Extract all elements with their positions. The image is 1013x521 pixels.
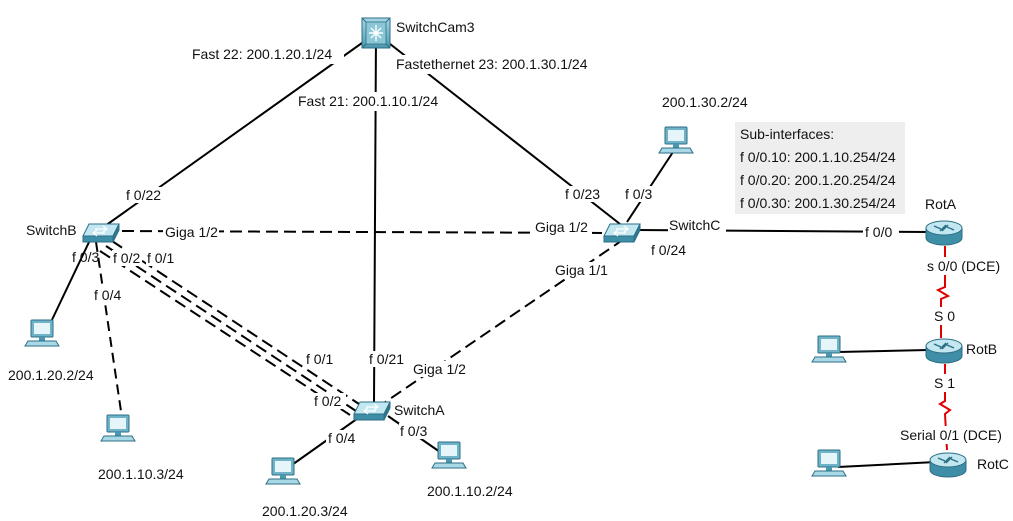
link-cam-switcha <box>373 32 377 404</box>
switchc-label: SwitchC <box>669 217 720 233</box>
label-switcha-giga12: Giga 1/2 <box>413 361 466 377</box>
pc-switcha-2-icon[interactable] <box>431 441 467 469</box>
label-rotb-s0: S 0 <box>934 308 955 324</box>
rota-device[interactable] <box>925 220 963 246</box>
label-switchc-giga12: Giga 1/2 <box>535 219 588 235</box>
label-switchc-f023: f 0/23 <box>565 186 600 202</box>
rotb-label: RotB <box>966 341 997 357</box>
switchc-device[interactable] <box>603 223 641 243</box>
pc-switchb-2-icon[interactable] <box>100 414 136 442</box>
label-rota-f00: f 0/0 <box>865 224 892 240</box>
link-rotb-pc <box>837 349 929 353</box>
pc-switchc-icon[interactable] <box>658 126 694 154</box>
serial-rotb-rotc <box>938 364 952 451</box>
subinterfaces-box: Sub-interfaces: f 0/0.10: 200.1.10.254/2… <box>735 122 905 214</box>
serial-rota-rotb <box>935 246 951 338</box>
switchcam3-label: SwitchCam3 <box>396 19 475 35</box>
label-switchc-f03: f 0/3 <box>625 186 652 202</box>
pc-rotc-icon[interactable] <box>811 449 847 477</box>
rotc-device[interactable] <box>929 452 967 478</box>
label-rota-s00: s 0/0 (DCE) <box>927 258 1000 274</box>
label-switchb-f03: f 0/3 <box>72 249 99 265</box>
label-switchb-f02: f 0/2 <box>113 250 140 266</box>
label-rotb-s1: S 1 <box>934 375 955 391</box>
host-ip-switchb-pc1: 200.1.20.2/24 <box>8 367 94 383</box>
pc-rotb-icon[interactable] <box>811 335 847 363</box>
subinterface-line: f 0/0.30: 200.1.30.254/24 <box>740 195 896 211</box>
label-switcha-f04: f 0/4 <box>328 430 355 446</box>
label-switcha-f01: f 0/1 <box>306 351 333 367</box>
label-rotc-serial: Serial 0/1 (DCE) <box>900 427 1002 443</box>
label-switcha-f02: f 0/2 <box>314 393 341 409</box>
link-lines <box>49 32 937 468</box>
link-switchb-switcha-1 <box>111 240 363 407</box>
label-cam-fast22: Fast 22: 200.1.20.1/24 <box>192 46 332 62</box>
label-cam-fast21: Fast 21: 200.1.10.1/24 <box>298 93 438 109</box>
subinterface-line: f 0/0.20: 200.1.20.254/24 <box>740 172 896 188</box>
label-switcha-f03: f 0/3 <box>400 423 427 439</box>
label-switcha-f021: f 0/21 <box>369 351 404 367</box>
label-switchb-f022: f 0/22 <box>126 187 161 203</box>
rotb-device[interactable] <box>925 338 963 364</box>
link-rotc-pc <box>837 461 937 468</box>
label-switchc-f024: f 0/24 <box>651 242 686 258</box>
rotc-label: RotC <box>977 456 1009 472</box>
serial-links <box>935 246 952 451</box>
switcha-label: SwitchA <box>394 402 445 418</box>
subinterface-line: f 0/0.10: 200.1.10.254/24 <box>740 149 896 165</box>
host-ip-switcha-pc1: 200.1.20.3/24 <box>262 503 348 519</box>
link-switchb-pc1 <box>49 239 91 325</box>
rota-label: RotA <box>925 196 957 212</box>
pc-switchb-1-icon[interactable] <box>24 319 60 347</box>
label-switchb-f04: f 0/4 <box>94 287 121 303</box>
label-cam-fast23: Fastethernet 23: 200.1.30.1/24 <box>396 56 588 72</box>
switchcam3-device[interactable] <box>361 17 391 49</box>
host-ip-switcha-pc2: 200.1.10.2/24 <box>427 483 513 499</box>
host-ip-switchc-pc: 200.1.30.2/24 <box>662 94 748 110</box>
switchb-label: SwitchB <box>26 222 77 238</box>
link-switchb-switcha-2 <box>105 245 357 412</box>
link-switchb-pc2 <box>95 241 123 419</box>
link-switcha-pc1 <box>288 415 362 468</box>
subinterfaces-title: Sub-interfaces: <box>740 126 834 142</box>
label-switchb-giga12: Giga 1/2 <box>165 224 218 240</box>
link-switchb-switcha-3 <box>99 250 351 416</box>
host-ip-switchb-pc2: 200.1.10.3/24 <box>98 466 184 482</box>
label-switchc-giga11: Giga 1/1 <box>555 262 608 278</box>
switcha-device[interactable] <box>353 401 391 421</box>
label-switchb-f01: f 0/1 <box>147 250 174 266</box>
switchb-device[interactable] <box>82 223 120 243</box>
